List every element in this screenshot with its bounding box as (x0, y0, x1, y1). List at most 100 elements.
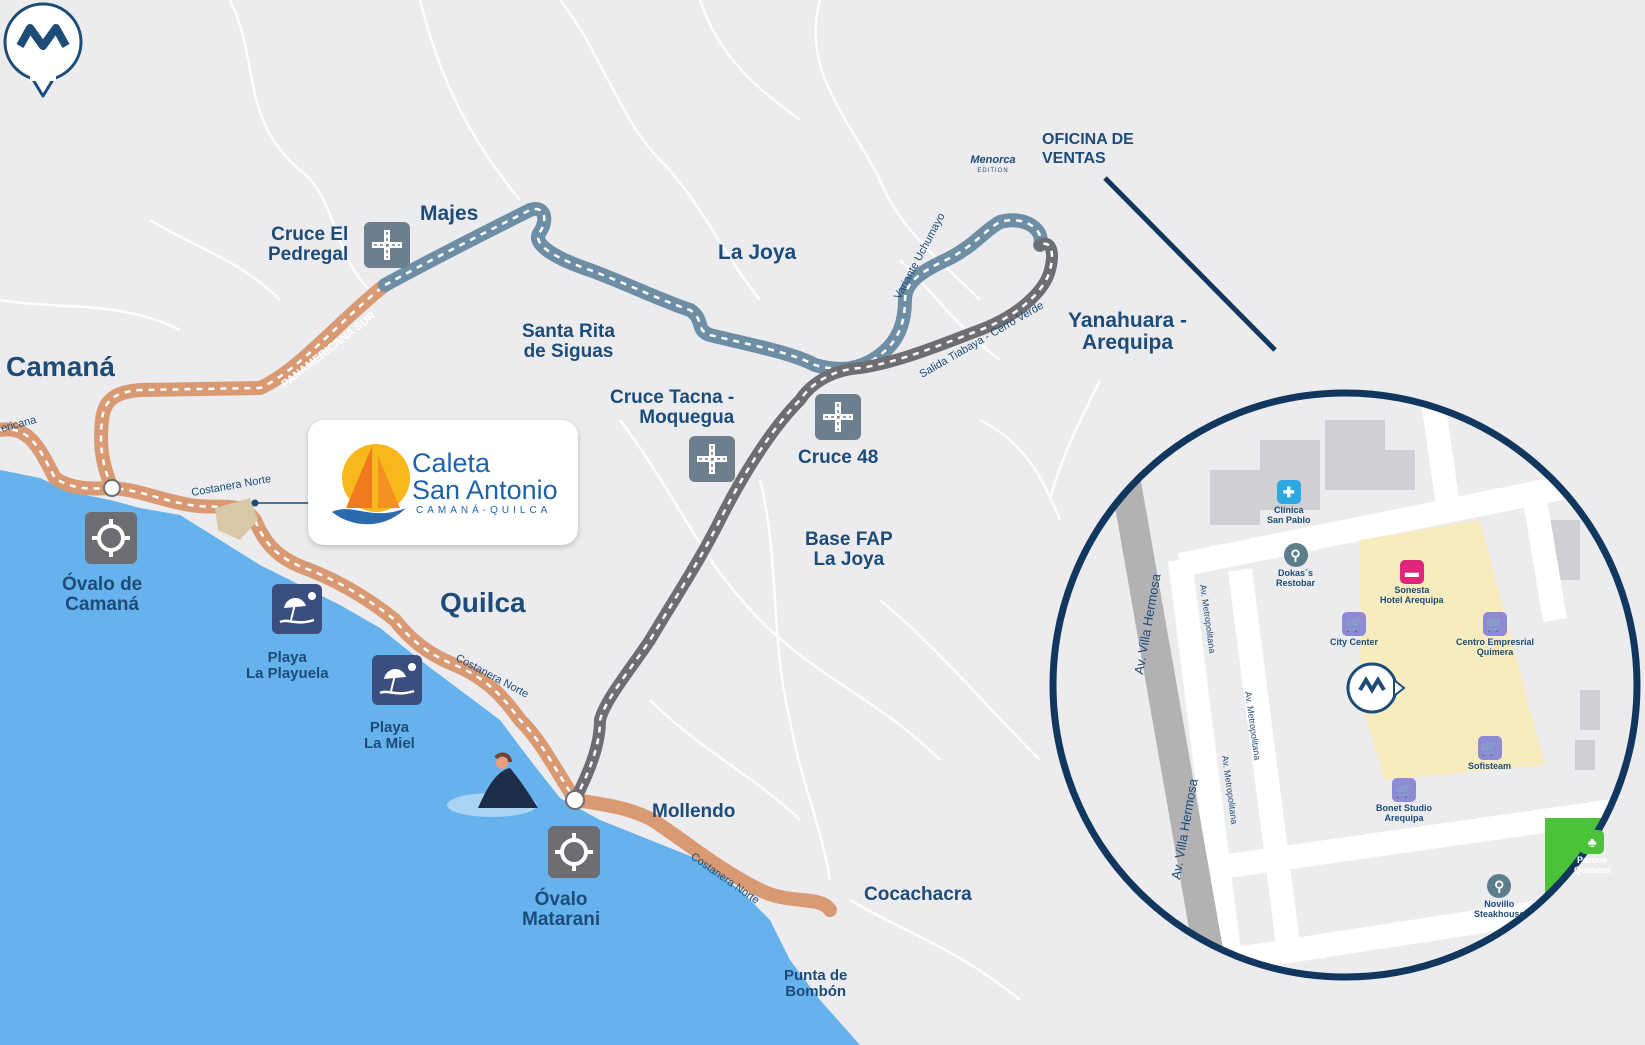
sailboat-logo-icon (332, 444, 410, 525)
place-santa-rita-line1: Santa Rita (522, 321, 615, 342)
place-majes: Majes (420, 202, 479, 225)
beach-umbrella-icon (279, 592, 316, 624)
place-playa-playuela-line1: Playa (267, 649, 307, 666)
logo-title-line1: Caleta (412, 448, 491, 478)
place-playa-playuela: Playa La Playuela (246, 650, 329, 682)
poi-centro-empresarial[interactable]: 🛒 Centro Empresrial Quimera (1456, 612, 1534, 658)
place-cruce-tacna: Cruce Tacna - Moquegua (610, 388, 734, 428)
shopping-cart-icon: 🛒 (1483, 612, 1508, 636)
swimmer-illustration (447, 752, 538, 817)
restaurant-icon: ⚲ (1283, 543, 1308, 567)
sales-office-label: OFICINA DE VENTAS (1042, 130, 1134, 168)
crossroad-sign-tacna (689, 436, 735, 482)
place-cocachacra: Cocachacra (864, 884, 972, 905)
place-playa-miel-line2: La Miel (364, 734, 415, 752)
place-punta-bombon: Punta de Bombón (784, 968, 847, 1000)
crossroad-sign-pedregal (364, 222, 410, 268)
poi-city-center[interactable]: 🛒 City Center (1330, 612, 1378, 648)
caleta-logo-card[interactable]: Caleta San Antonio CAMANÁ-QUILCA (308, 420, 578, 545)
poi-sofisteam-label: Sofisteam (1468, 761, 1512, 771)
sales-office-line2: VENTAS (1042, 150, 1106, 168)
place-ovalo-matarani: Óvalo Matarani (522, 890, 600, 930)
place-ovalo-matarani-line1: Óvalo (534, 889, 588, 910)
gray-route (569, 237, 1058, 806)
poi-dokas[interactable]: ⚲ Dokas´s Restobar (1276, 543, 1315, 589)
junction-matarani (565, 790, 585, 810)
roundabout-icon (92, 519, 130, 557)
shopping-cart-icon: 🛒 (1392, 778, 1416, 802)
roundabout-sign-camana (85, 512, 137, 564)
poi-bonet-studio-label: Bonet Studio Arequipa (1376, 803, 1432, 823)
junction-camana (103, 479, 121, 497)
place-yanahuara-line2: Arequipa (1082, 331, 1174, 355)
sea (0, 470, 860, 1045)
park-icon: ♣ (1580, 830, 1605, 854)
poi-bonet-studio[interactable]: 🛒 Bonet Studio Arequipa (1376, 778, 1432, 824)
roundabout-sign-matarani (548, 826, 600, 878)
place-cruce-tacna-line1: Cruce Tacna - (610, 387, 735, 408)
place-santa-rita: Santa Rita de Siguas (522, 322, 615, 362)
place-yanahuara-line1: Yanahuara - (1068, 309, 1188, 332)
place-cruce-pedregal: Cruce El Pedregal (268, 225, 348, 265)
place-ovalo-camana-line2: Camaná (65, 593, 140, 615)
roundabout-icon (555, 833, 593, 871)
place-base-fap: Base FAP La Joya (805, 530, 893, 570)
place-punta-bombon-line2: Bombón (785, 982, 847, 1000)
menorca-sales-pin[interactable] (0, 0, 86, 100)
place-cruce-pedregal-line2: Pedregal (268, 243, 349, 265)
place-quilca: Quilca (440, 587, 526, 618)
poi-dokas-label: Dokas´s Restobar (1276, 568, 1316, 588)
sales-office-line1: OFICINA DE (1042, 131, 1134, 148)
place-camana: Camaná (6, 351, 115, 382)
menorca-brand: Menorca (970, 154, 1016, 166)
menorca-zone (1360, 520, 1545, 780)
road-label-panamericana: PANAMERICANA SUR (279, 310, 377, 391)
poi-novillo[interactable]: ⚲ Novillo Steakhouse (1474, 874, 1525, 920)
inset-circle-border (1049, 389, 1641, 981)
road-label-costanera-1: Costanera Norte (190, 473, 272, 499)
place-cruce-tacna-line2: Moquegua (639, 406, 735, 428)
poi-sofisteam[interactable]: 🛒 Sofisteam (1468, 736, 1511, 772)
place-santa-rita-line2: de Siguas (523, 340, 614, 362)
poi-clinica[interactable]: ✚ Clínica San Pablo (1267, 480, 1311, 526)
poi-sonesta-label: Sonesta Hotel Arequipa (1380, 585, 1444, 605)
place-yanahuara: Yanahuara - Arequipa (1068, 309, 1188, 355)
crossroad-icon (823, 402, 853, 432)
poi-centro-empresarial-label: Centro Empresrial Quimera (1456, 637, 1535, 657)
place-playa-miel-line1: Playa (369, 719, 410, 736)
place-playa-playuela-line2: La Playuela (246, 664, 329, 682)
place-cruce-48: Cruce 48 (798, 447, 879, 468)
menorca-inset-pin (1346, 662, 1406, 714)
poi-parque-quimera-label: Parque Quimera (1574, 855, 1611, 875)
place-cruce-pedregal-line1: Cruce El (271, 224, 349, 245)
menorca-edition: EDITION (977, 168, 1009, 174)
caleta-site-area (215, 498, 258, 540)
place-ovalo-camana-line1: Óvalo de (62, 574, 143, 595)
logo-title: Caleta San Antonio (412, 450, 558, 504)
shopping-cart-icon: 🛒 (1477, 736, 1502, 760)
beach-sign-playuela (272, 584, 322, 634)
inset-connector-line (1103, 176, 1277, 352)
restaurant-icon: ⚲ (1487, 874, 1512, 898)
terrain-lines (0, 0, 1102, 1001)
crossroad-sign-48 (815, 394, 861, 440)
place-mollendo: Mollendo (652, 801, 736, 822)
bed-icon: ▬ (1399, 560, 1424, 584)
poi-clinica-label: Clínica San Pablo (1267, 505, 1311, 525)
logo-subtitle: CAMANÁ-QUILCA (416, 505, 552, 516)
logo-title-line2: San Antonio (412, 475, 558, 505)
place-ovalo-matarani-line2: Matarani (522, 908, 601, 930)
poi-sonesta[interactable]: ▬ Sonesta Hotel Arequipa (1380, 560, 1444, 606)
poi-parque-quimera[interactable]: ♣ Parque Quimera (1574, 830, 1611, 876)
place-ovalo-camana: Óvalo de Camaná (62, 575, 142, 615)
place-base-fap-line2: La Joya (813, 548, 885, 570)
place-la-joya: La Joya (718, 241, 797, 264)
beach-sign-miel (372, 655, 422, 705)
crossroad-icon (697, 444, 727, 474)
shopping-cart-icon: 🛒 (1342, 612, 1366, 636)
place-playa-miel: Playa La Miel (364, 720, 415, 752)
place-base-fap-line1: Base FAP (805, 529, 893, 550)
poi-novillo-label: Novillo Steakhouse (1474, 899, 1525, 919)
